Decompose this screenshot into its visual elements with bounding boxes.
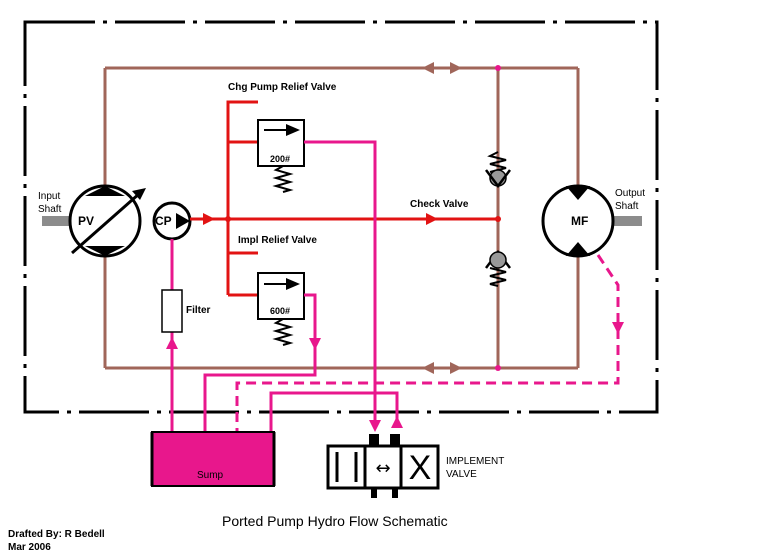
return-dashed-line (235, 254, 620, 432)
motor-mf-icon (541, 184, 615, 258)
valve-arrow: ↔ (375, 458, 390, 479)
sump-label: Sump (197, 470, 224, 481)
check-valve-upper-icon (485, 151, 511, 189)
sump-icon (150, 431, 276, 487)
input-shaft (42, 216, 72, 226)
impl-relief-label: Impl Relief Valve (238, 235, 317, 246)
cp-label: CP (155, 214, 172, 228)
implement-label-1: IMPLEMENT (446, 456, 504, 467)
output-shaft (612, 216, 642, 226)
mf-label: MF (571, 214, 588, 228)
relief-600-label: 600# (270, 306, 290, 316)
chg-relief-label: Chg Pump Relief Valve (228, 82, 337, 93)
check-valve-lower-icon (485, 249, 511, 287)
relief-200-label: 200# (270, 154, 290, 164)
charge-pump-icon (152, 201, 192, 241)
return-arrows (166, 322, 624, 432)
filter-label: Filter (186, 305, 211, 316)
loop-junctions (495, 65, 501, 371)
check-valve-label: Check Valve (410, 199, 469, 210)
loop-flow-arrows (422, 62, 462, 374)
charge-junction (225, 216, 231, 222)
pv-label: PV (78, 214, 94, 228)
drafted-by: Drafted By: R Bedell (8, 529, 105, 540)
page-title: Ported Pump Hydro Flow Schematic (222, 513, 448, 529)
charge-arrow-1 (203, 213, 215, 225)
implement-valve-icon (326, 434, 440, 498)
enclosure-border (23, 20, 659, 414)
output-shaft-label-2: Shaft (615, 201, 639, 212)
filter-icon (161, 289, 183, 333)
output-shaft-label-1: Output (615, 188, 645, 199)
input-shaft-label-2: Shaft (38, 204, 62, 215)
return-lines (170, 140, 399, 432)
drafted-date: Mar 2006 (8, 542, 51, 553)
pump-pv-icon (68, 184, 146, 258)
chg-relief-valve-icon (257, 119, 305, 193)
valve-x: X (409, 449, 432, 487)
input-shaft-label-1: Input (38, 191, 60, 202)
impl-relief-valve-icon (257, 272, 305, 346)
check-junction (495, 216, 501, 222)
charge-arrow-2 (426, 213, 438, 225)
implement-label-2: VALVE (446, 469, 477, 480)
charge-circuit (190, 100, 498, 297)
